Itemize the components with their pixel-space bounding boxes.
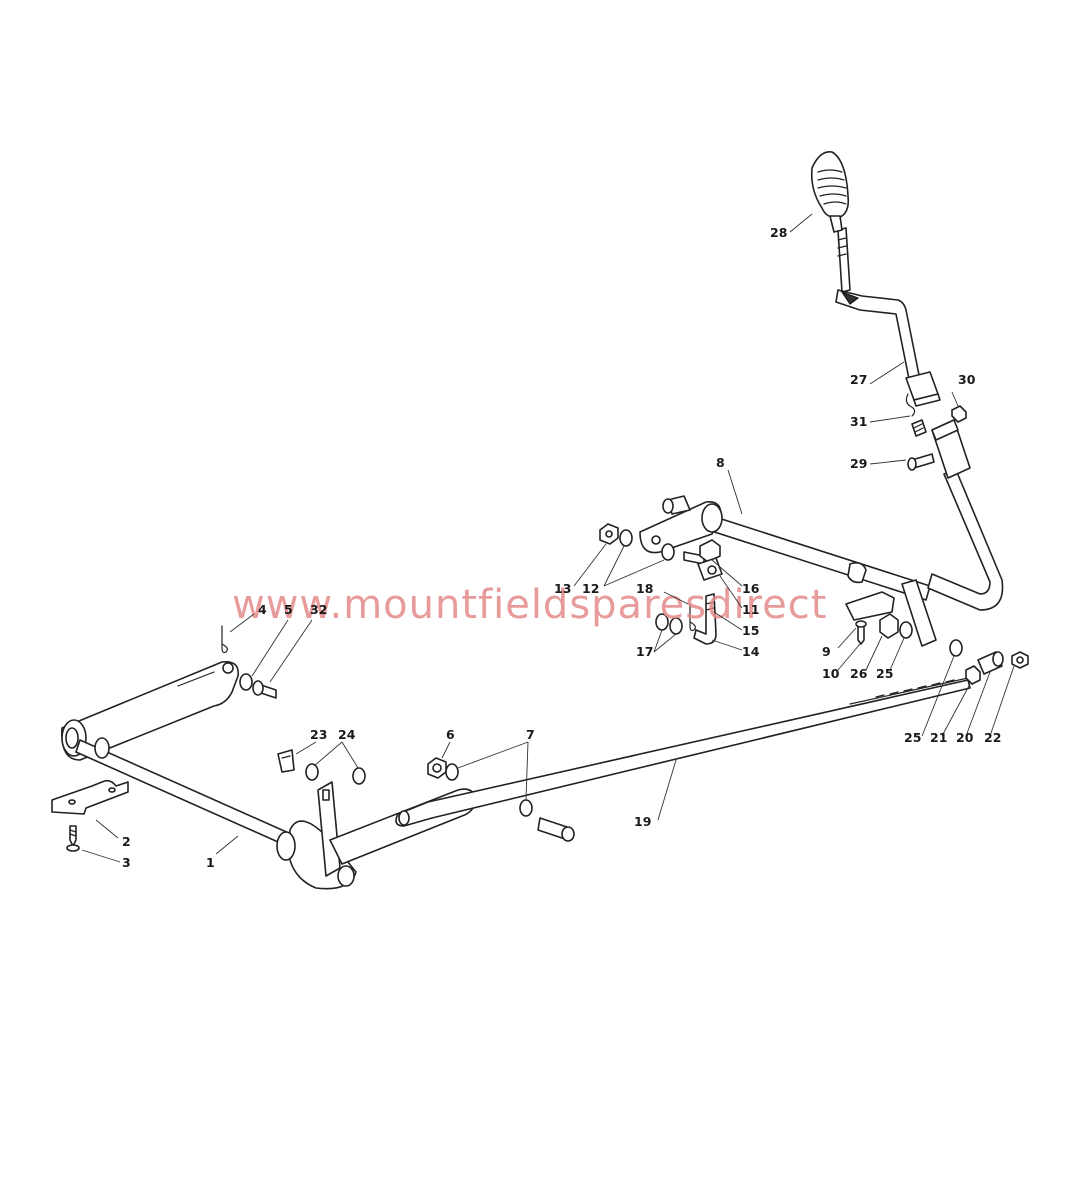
handle-tube[interactable] — [927, 469, 1004, 611]
callout-30[interactable]: 30 — [958, 372, 976, 387]
washer-25-rod[interactable] — [949, 639, 963, 657]
callout-28[interactable]: 28 — [770, 225, 787, 240]
lock-nut-22[interactable] — [1011, 651, 1029, 669]
clevis-pin[interactable] — [252, 680, 277, 699]
clamp-bracket[interactable] — [51, 779, 129, 815]
leader-lines — [81, 213, 1015, 863]
r-clip-18[interactable] — [689, 603, 696, 632]
callout-22[interactable]: 22 — [984, 730, 1001, 745]
washer-5[interactable] — [239, 673, 253, 691]
lever-nut-30[interactable] — [951, 405, 967, 423]
washer-7a[interactable] — [445, 763, 459, 781]
height-lever[interactable] — [835, 227, 941, 407]
nut-21[interactable] — [965, 665, 981, 685]
nut-26[interactable] — [879, 613, 899, 639]
callout-4[interactable]: 4 — [258, 602, 267, 617]
l-pin[interactable] — [693, 593, 717, 645]
callout-21[interactable]: 21 — [930, 730, 947, 745]
callout-17[interactable]: 17 — [636, 644, 653, 659]
self-tapping-screw[interactable] — [66, 825, 80, 852]
lever-socket[interactable] — [931, 419, 971, 479]
callout-23[interactable]: 23 — [310, 727, 327, 742]
callout-5[interactable]: 5 — [284, 602, 293, 617]
nut-13[interactable] — [599, 523, 619, 545]
callout-18[interactable]: 18 — [636, 581, 653, 596]
bolt-10[interactable] — [855, 620, 867, 645]
shoulder-bolt[interactable] — [537, 817, 575, 842]
callout-3[interactable]: 3 — [122, 855, 131, 870]
callout-1[interactable]: 1 — [206, 855, 215, 870]
spring-clip[interactable] — [277, 749, 295, 773]
callout-14[interactable]: 14 — [742, 644, 760, 659]
adjuster-knob[interactable] — [977, 651, 1004, 675]
callout-27[interactable]: 27 — [850, 372, 867, 387]
callout-31[interactable]: 31 — [850, 414, 867, 429]
callout-13[interactable]: 13 — [554, 581, 571, 596]
callout-25-lower[interactable]: 25 — [904, 730, 921, 745]
nut-6[interactable] — [427, 757, 447, 779]
lever-spring[interactable] — [905, 393, 927, 437]
callout-2[interactable]: 2 — [122, 834, 131, 849]
callout-10[interactable]: 10 — [822, 666, 840, 681]
callout-8[interactable]: 8 — [716, 455, 725, 470]
callout-29[interactable]: 29 — [850, 456, 867, 471]
callout-numbers: 1 2 3 4 5 32 23 24 6 7 19 8 13 12 18 16 … — [122, 225, 1001, 870]
r-clip[interactable] — [221, 625, 228, 654]
callout-25-upper[interactable]: 25 — [876, 666, 893, 681]
callout-6[interactable]: 6 — [446, 727, 455, 742]
callout-11[interactable]: 11 — [742, 602, 759, 617]
adjustment-rod[interactable] — [395, 677, 971, 827]
bolt-16[interactable] — [683, 539, 721, 565]
callout-15[interactable]: 15 — [742, 623, 759, 638]
callout-16[interactable]: 16 — [742, 581, 760, 596]
washer-7b[interactable] — [519, 799, 533, 817]
callout-12[interactable]: 12 — [582, 581, 599, 596]
washer-24b[interactable] — [352, 767, 366, 785]
shaft-lever-arm[interactable] — [639, 495, 723, 554]
washer-24a[interactable] — [305, 763, 319, 781]
callout-19[interactable]: 19 — [634, 814, 651, 829]
callout-24[interactable]: 24 — [338, 727, 356, 742]
lever-knob[interactable] — [810, 151, 850, 233]
lift-arm-left[interactable] — [61, 660, 239, 761]
callout-7[interactable]: 7 — [526, 727, 535, 742]
bolt-29[interactable] — [907, 453, 935, 471]
washer-25[interactable] — [899, 621, 913, 639]
callout-20[interactable]: 20 — [956, 730, 974, 745]
mounting-bracket[interactable] — [845, 579, 937, 647]
callout-26[interactable]: 26 — [850, 666, 868, 681]
washer-12b[interactable] — [661, 543, 675, 561]
washer-12a[interactable] — [619, 529, 633, 547]
callout-32[interactable]: 32 — [310, 602, 327, 617]
callout-9[interactable]: 9 — [822, 644, 831, 659]
